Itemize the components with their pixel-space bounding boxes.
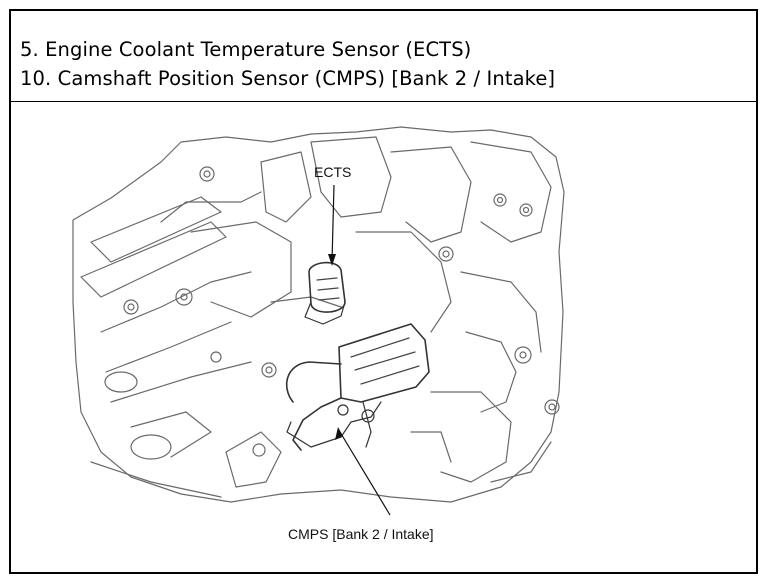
- ects-arrowhead: [328, 254, 336, 266]
- engine-line-drawing: [72, 126, 565, 503]
- cmps-leader-line: [339, 431, 391, 516]
- ects-leader-line: [331, 184, 335, 263]
- caption-line-cmps: 10. Camshaft Position Sensor (CMPS) [Ban…: [20, 67, 556, 90]
- caption-header: 5. Engine Coolant Temperature Sensor (EC…: [11, 11, 756, 102]
- engine-diagram: ECTS CMPS [Bank 2 / Intake]: [11, 102, 756, 572]
- cmps-label: CMPS [Bank 2 / Intake]: [288, 526, 434, 542]
- ects-label: ECTS: [314, 164, 351, 180]
- cmps-arrowhead: [335, 427, 343, 440]
- caption-line-ects: 5. Engine Coolant Temperature Sensor (EC…: [20, 38, 472, 61]
- figure-frame: 5. Engine Coolant Temperature Sensor (EC…: [9, 9, 758, 574]
